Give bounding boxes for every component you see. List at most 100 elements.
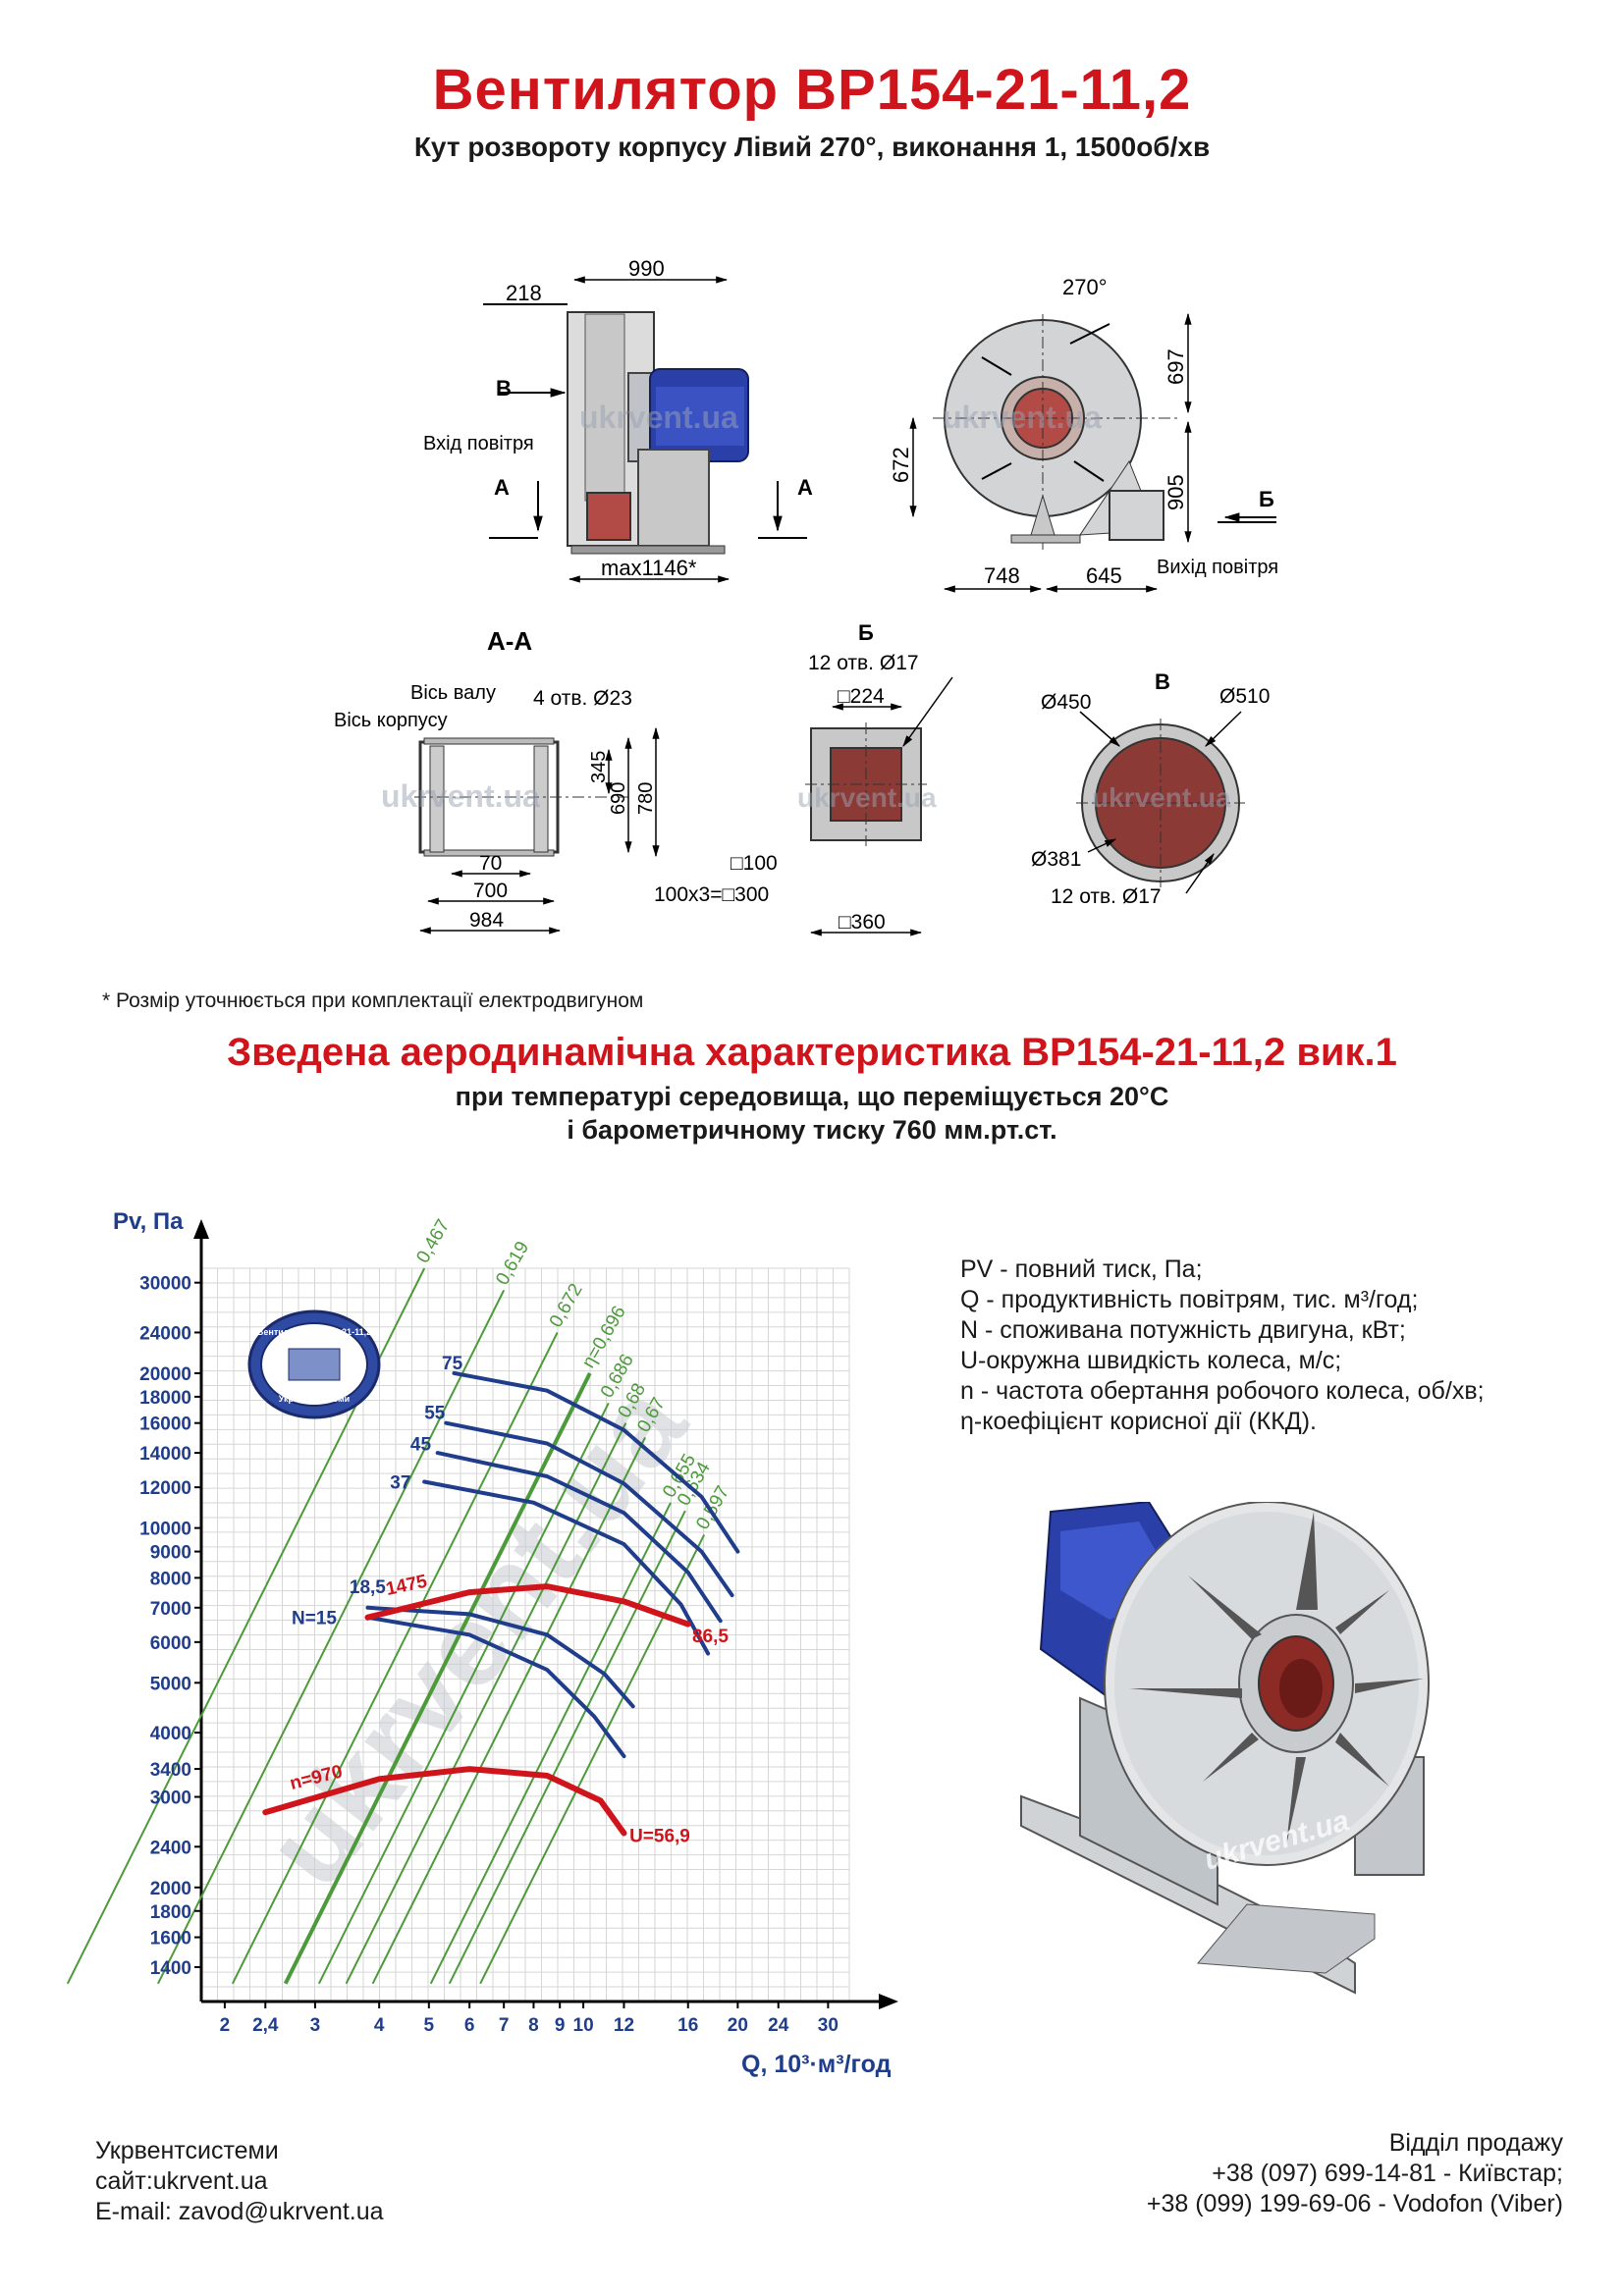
view-b-title: Б — [858, 620, 874, 645]
dim-218: 218 — [506, 281, 542, 305]
email-link[interactable]: E-mail: zavod@ukrvent.ua — [95, 2198, 384, 2225]
dim-990: 990 — [628, 256, 665, 281]
series-curve — [452, 1370, 740, 1554]
dim-300: 100x3=□300 — [654, 883, 769, 906]
y-tick-label: 1400 — [150, 1958, 191, 1979]
angle-label: 270° — [1062, 275, 1108, 299]
label-section-a-right: А — [797, 475, 813, 500]
efficiency-line — [345, 1422, 627, 1985]
efficiency-line — [448, 1510, 686, 1985]
label-section-a-left: А — [494, 475, 510, 500]
dim-984: 984 — [469, 909, 504, 932]
dim-672: 672 — [889, 447, 913, 483]
series-curve — [444, 1420, 734, 1598]
x-axis-arrow — [879, 1994, 898, 2009]
y-tick-label: 30000 — [139, 1274, 191, 1295]
company-name: Укрвентсистеми — [95, 2137, 279, 2164]
watermark-side: ukrvent.ua — [579, 400, 738, 435]
dim-100: □100 — [731, 852, 778, 875]
y-tick-label: 14000 — [139, 1444, 191, 1465]
efficiency-label: 0,672 — [546, 1280, 587, 1331]
d450: Ø450 — [1041, 691, 1091, 714]
label-view-b: Б — [1259, 487, 1274, 511]
efficiency-line — [371, 1436, 646, 1985]
x-tick-label: 4 — [374, 2015, 385, 2036]
y-tick-label: 1800 — [150, 1902, 191, 1923]
power-label: 37 — [390, 1473, 410, 1494]
view-b-holes: 12 отв. Ø17 — [808, 652, 919, 674]
x-axis-label: Q, 10³·м³/год — [741, 2051, 892, 2078]
dim-345: 345 — [588, 751, 610, 783]
y-tick-label: 24000 — [139, 1323, 191, 1344]
page-title: Вентилятор ВР154-21-11,2 — [432, 58, 1192, 122]
watermark-b: ukrvent.ua — [797, 782, 937, 813]
efficiency-label: 0,619 — [492, 1238, 533, 1289]
legend-item: η-коефіцієнт корисної дії (ККД). — [960, 1408, 1317, 1435]
y-tick-label: 9000 — [150, 1543, 191, 1564]
efficiency-line — [429, 1502, 672, 1985]
efficiency-line — [479, 1534, 706, 1985]
y-tick-label: 10000 — [139, 1520, 191, 1540]
x-tick-label: 7 — [499, 2015, 510, 2036]
y-tick-label: 2400 — [150, 1838, 191, 1858]
y-tick-label: 3400 — [150, 1760, 191, 1781]
legend-item: U-окружна швидкість колеса, м/с; — [960, 1347, 1342, 1374]
y-tick-label: 7000 — [150, 1599, 191, 1620]
y-tick-label: 2000 — [150, 1879, 191, 1899]
shaft-axis-label: Вісь валу — [410, 682, 496, 704]
sales-title: Відділ продажу — [1388, 2129, 1563, 2157]
power-label: 18,5 — [350, 1577, 386, 1598]
page-subtitle: Кут розвороту корпусу Лівий 270°, викона… — [413, 132, 1211, 162]
efficiency-line — [317, 1402, 610, 1985]
y-tick-label: 4000 — [150, 1724, 191, 1744]
x-tick-label: 12 — [614, 2015, 634, 2036]
series-curve — [435, 1451, 723, 1624]
y-axis-arrow — [193, 1219, 209, 1239]
technical-drawings: 218 990 В Вхід повітря А А max1146* 270°… — [334, 256, 1278, 936]
air-outlet-label: Вихід повітря — [1157, 557, 1278, 578]
dim-748: 748 — [984, 563, 1020, 588]
view-v-inlet: В Ø450 Ø510 Ø381 12 отв. Ø17 — [1031, 669, 1270, 908]
d381: Ø381 — [1031, 848, 1081, 871]
side-view: 218 990 В Вхід повітря А А max1146* — [423, 256, 813, 583]
site-link[interactable]: сайт:ukrvent.ua — [95, 2167, 268, 2195]
section-aa: А-А Вісь валу Вісь корпусу 4 отв. Ø23 34… — [334, 626, 660, 934]
y-tick-label: 18000 — [139, 1388, 191, 1409]
view-v-title: В — [1155, 669, 1170, 694]
dim-780: 780 — [635, 782, 657, 815]
series-curve — [365, 1615, 626, 1759]
speed-label-86-5: 86,5 — [692, 1627, 729, 1647]
dim-224: □224 — [838, 685, 885, 708]
dim-70: 70 — [479, 852, 502, 875]
logo-text-top: Вентилятор ВР154-21-11,2 — [257, 1327, 371, 1337]
view-v-holes: 12 отв. Ø17 — [1051, 885, 1162, 908]
dim-645: 645 — [1086, 563, 1122, 588]
legend-item: n - частота обертання робочого колеса, о… — [960, 1377, 1485, 1405]
x-tick-label: 20 — [728, 2015, 748, 2036]
characteristic-line2: і барометричному тиску 760 мм.рт.ст. — [567, 1115, 1057, 1145]
watermark-front: ukrvent.ua — [943, 400, 1102, 435]
power-label: N=15 — [292, 1609, 337, 1629]
footer-sales: Відділ продажу +38 (097) 699-14-81 - Киї… — [1147, 2128, 1563, 2219]
label-view-v: В — [496, 376, 512, 400]
front-view: 270° 697 905 672 748 645 Б Вихід повітря — [889, 275, 1278, 593]
dim-690: 690 — [608, 782, 629, 815]
watermark-v: ukrvent.ua — [1092, 782, 1231, 813]
x-tick-label: 2,4 — [252, 2015, 279, 2036]
legend-item: PV - повний тиск, Па; — [960, 1255, 1203, 1283]
characteristic-title: Зведена аеродинамічна характеристика ВР1… — [227, 1031, 1397, 1074]
view-b-outlet: Б 12 отв. Ø17 □224 □100 100x3=□300 □360 — [654, 620, 953, 936]
phone-kyivstar[interactable]: +38 (097) 699-14-81 - Київстар; — [1212, 2160, 1563, 2187]
efficiency-label: 0,467 — [412, 1216, 454, 1267]
footer-contacts: Укрвентсистеми сайт:ukrvent.ua E-mail: z… — [95, 2136, 384, 2227]
y-tick-label: 12000 — [139, 1478, 191, 1499]
housing-axis-label: Вісь корпусу — [334, 710, 448, 731]
legend-item: N - споживана потужність двигуна, кВт; — [960, 1316, 1406, 1344]
phone-vodafone[interactable]: +38 (099) 199-69-06 - Vodofon (Viber) — [1146, 2190, 1563, 2217]
efficiency-line — [157, 1289, 506, 1985]
series-curve — [262, 1766, 627, 1837]
dim-905: 905 — [1164, 474, 1188, 510]
power-label: 75 — [442, 1354, 463, 1374]
dim-max: max1146* — [601, 556, 697, 580]
